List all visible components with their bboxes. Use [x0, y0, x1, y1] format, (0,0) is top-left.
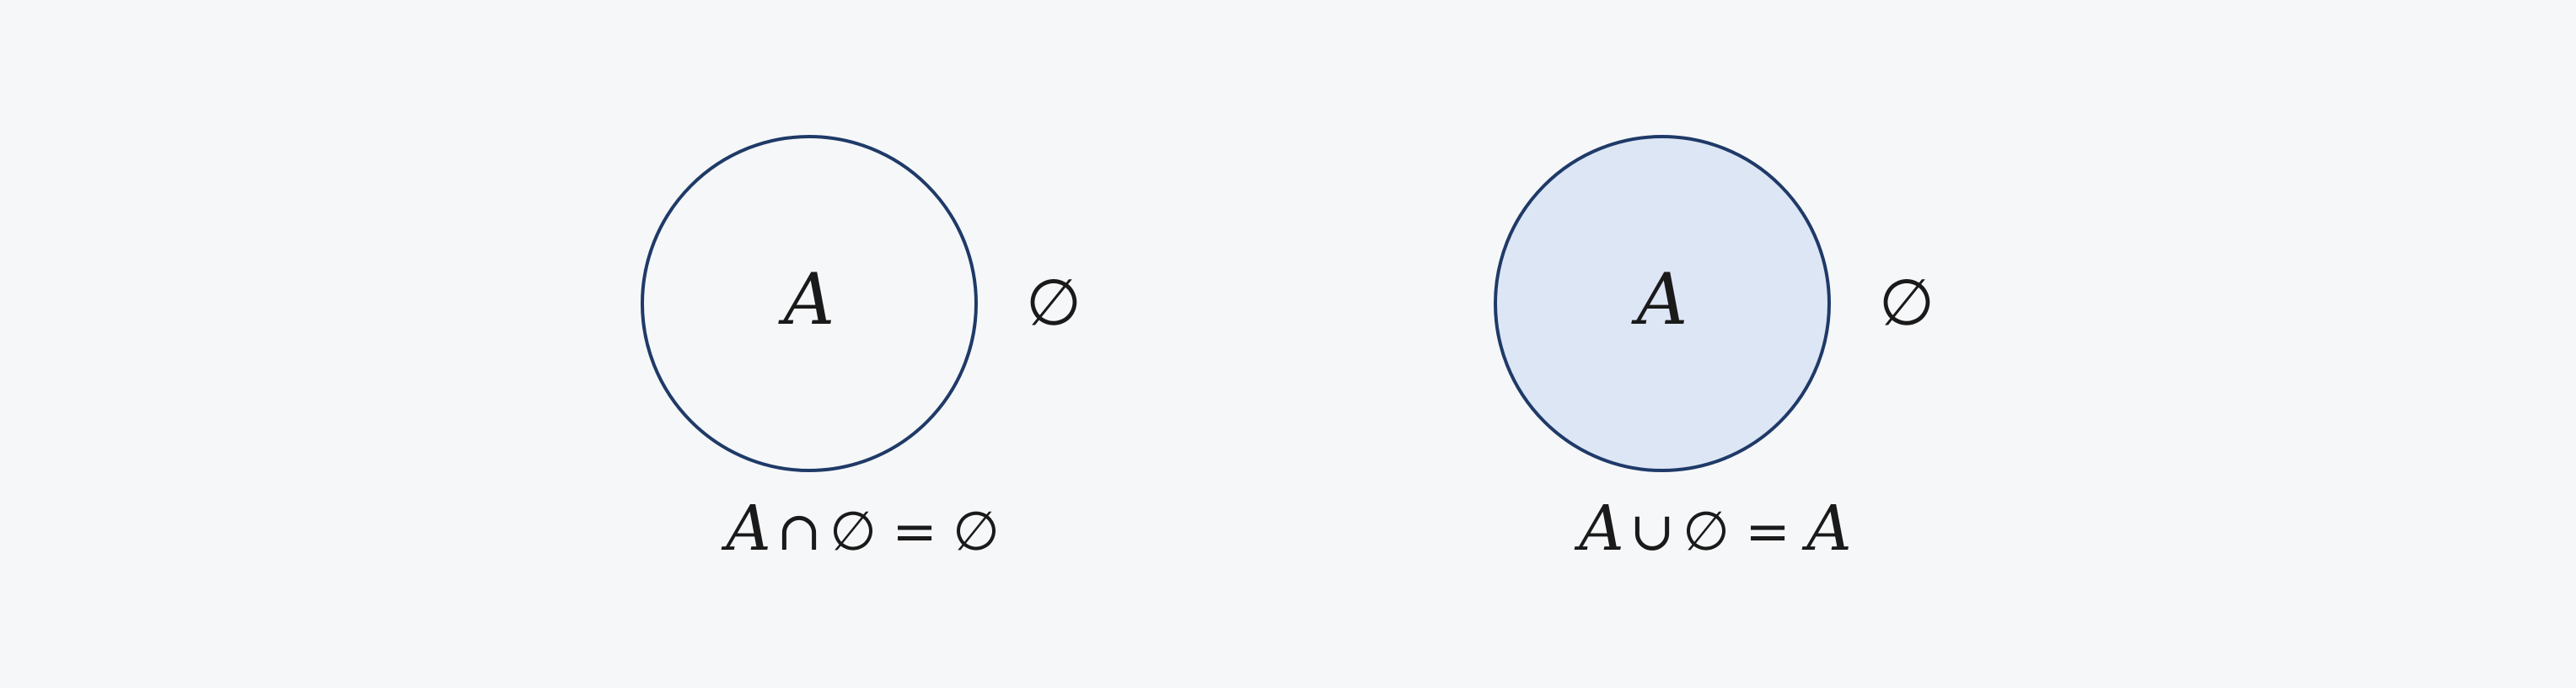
set-a-circle-left	[641, 135, 978, 472]
intersection-operator: ∩	[776, 501, 822, 563]
equation-middle-operand: ∅	[1682, 501, 1730, 563]
equals-sign: =	[1745, 501, 1790, 563]
equation-result: A	[1801, 492, 1851, 565]
equation-left-operand: A	[721, 492, 770, 565]
empty-set-label-right: ∅	[1879, 265, 1935, 340]
equals-sign: =	[892, 501, 937, 563]
union-operator: ∪	[1629, 501, 1675, 563]
equation-intersection: A ∩ ∅ = ∅	[721, 492, 1000, 565]
set-a-label-left: A	[778, 258, 835, 341]
equation-left-operand: A	[1574, 492, 1623, 565]
panel-intersection: A ∅ A ∩ ∅ = ∅	[641, 135, 1081, 565]
equation-union: A ∪ ∅ = A	[1574, 492, 1851, 565]
equation-result: ∅	[953, 501, 1000, 563]
set-a-circle-right	[1494, 135, 1831, 472]
panel-union: A ∅ A ∪ ∅ = A	[1494, 135, 1935, 565]
set-a-label-right: A	[1631, 258, 1688, 341]
empty-set-label-left: ∅	[1026, 265, 1081, 340]
equation-middle-operand: ∅	[829, 501, 877, 563]
